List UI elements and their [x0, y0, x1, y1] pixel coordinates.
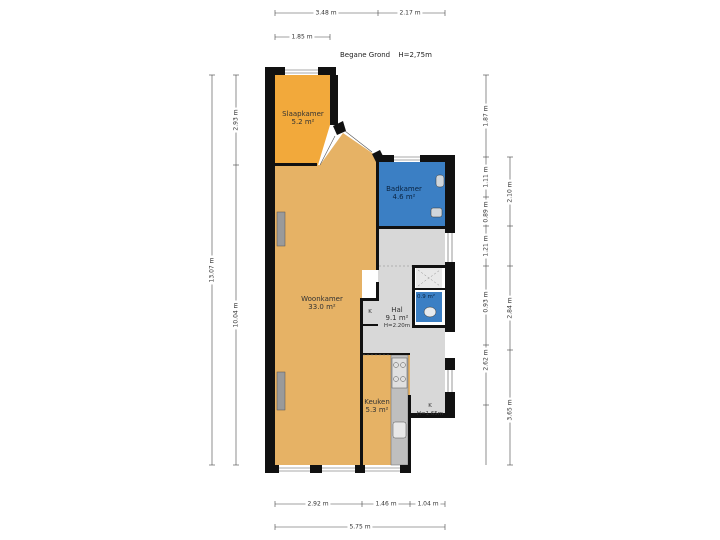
kast-right-fill — [410, 400, 445, 415]
door-swings — [363, 265, 441, 356]
room-label-kast-left: K — [368, 308, 372, 316]
plan-title: Begane Grond H=2,75m — [340, 51, 432, 59]
windows — [279, 69, 453, 472]
dim-right-4: 0.89 m — [482, 199, 490, 225]
room-area: 5.2 m² — [291, 118, 315, 126]
room-label-toilet: 0.9 m² — [417, 293, 435, 301]
dim-top-2: 2.17 m — [397, 9, 423, 17]
kast-left-fill — [362, 300, 378, 324]
room-area: 33.0 m² — [308, 303, 336, 311]
dim-top-3: 1.85 m — [289, 33, 315, 41]
room-label-woonkamer: Woonkamer 33.0 m² — [301, 295, 343, 311]
room-label-kast-right: K H=1.65m — [417, 402, 443, 418]
dim-right-7: 2.84 m — [506, 295, 514, 321]
dim-left-1: 13.07 m — [208, 255, 216, 285]
room-label-keuken: Keuken 5.3 m² — [364, 398, 390, 414]
room-name: Woonkamer — [301, 295, 343, 303]
bathroom-fixtures — [423, 174, 445, 318]
room-name: Hal — [391, 306, 403, 314]
radiator-icon — [276, 211, 286, 247]
hal-fill — [362, 228, 445, 400]
dim-right-8: 2.62 m — [482, 347, 490, 373]
dim-bottom-3: 1.04 m — [415, 500, 441, 508]
room-label-badkamer: Badkamer 4.6 m² — [386, 185, 422, 201]
slaapkamer-fill — [275, 75, 330, 165]
room-name: Keuken — [364, 398, 390, 406]
floor-name: Begane Grond — [340, 51, 391, 59]
dim-bottom-2: 1.46 m — [373, 500, 399, 508]
room-name: K — [368, 309, 372, 315]
room-label-hal: Hal 9.1 m² H=2.20m — [384, 306, 410, 330]
dim-right-5: 1.21 m — [482, 233, 490, 259]
room-fills — [275, 75, 445, 465]
dim-left-3: 10.04 m — [232, 300, 240, 330]
room-name: Slaapkamer — [282, 110, 324, 118]
radiator-icon — [276, 371, 286, 411]
room-note: H=2.20m — [383, 323, 411, 329]
room-name: K — [428, 403, 432, 409]
toilet-icon — [435, 174, 445, 188]
room-note: H=1.65m — [416, 411, 444, 417]
room-label-slaapkamer: Slaapkamer 5.2 m² — [282, 110, 324, 126]
toilet-wc-icon — [423, 306, 437, 318]
room-area: 4.6 m² — [392, 193, 416, 201]
dim-right-1: 1.87 m — [482, 103, 490, 129]
dim-left-2: 2.93 m — [232, 107, 240, 133]
sink-bath-icon — [430, 207, 443, 218]
walls — [265, 67, 455, 473]
sink-icon — [392, 421, 407, 439]
dim-right-6: 0.93 m — [482, 289, 490, 315]
radiators — [276, 211, 286, 411]
dim-right-9: 3.65 m — [506, 397, 514, 423]
dim-bottom-4: 5.75 m — [347, 523, 373, 531]
room-area: 5.3 m² — [365, 406, 389, 414]
kitchen-counter — [390, 354, 409, 466]
dim-right-3: 2.10 m — [506, 179, 514, 205]
dim-top-1: 3.48 m — [313, 9, 339, 17]
dim-bottom-1: 2.92 m — [305, 500, 331, 508]
room-name: Badkamer — [386, 185, 422, 193]
stove-icon — [391, 357, 408, 389]
dim-right-2: 1.11 m — [482, 164, 490, 190]
woonkamer-fill — [275, 133, 378, 465]
room-area: 9.1 m² — [385, 314, 409, 322]
room-area: 0.9 m² — [416, 294, 436, 300]
ceiling-height: H=2,75m — [398, 51, 432, 59]
